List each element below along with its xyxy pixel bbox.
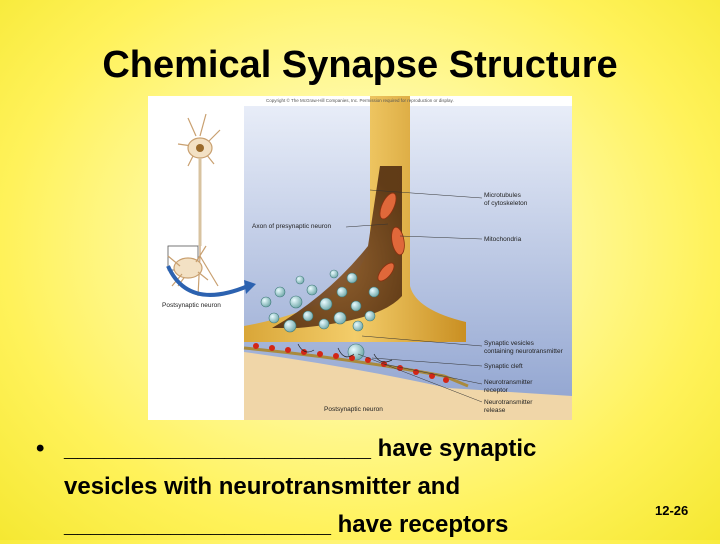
label-postsynaptic-neuron: Postsynaptic neuron: [162, 302, 221, 310]
slide-title: Chemical Synapse Structure: [0, 44, 720, 87]
page-number: 12-26: [655, 503, 688, 518]
label-mitochondria: Mitochondria: [484, 236, 521, 244]
label-synaptic-cleft: Synaptic cleft: [484, 363, 523, 371]
synapse-figure: Copyright © The McGraw-Hill Companies, I…: [148, 96, 572, 420]
bullet-line-3: ____________________ have receptors: [64, 506, 644, 544]
label-postsynaptic-bottom: Postsynaptic neuron: [324, 406, 383, 414]
label-axon: Axon of presynaptic neuron: [252, 223, 331, 231]
bullet-line-2: vesicles with neurotransmitter and: [64, 468, 644, 506]
copyright-notice: Copyright © The McGraw-Hill Companies, I…: [266, 98, 454, 103]
bullet-line-1: _______________________ have synaptic: [64, 430, 644, 468]
bullet-text: _______________________ have synaptic ve…: [64, 430, 644, 544]
small-neuron-diagram: [168, 114, 220, 296]
bullet-marker: •: [36, 430, 44, 468]
synapse-illustration: [148, 96, 572, 420]
